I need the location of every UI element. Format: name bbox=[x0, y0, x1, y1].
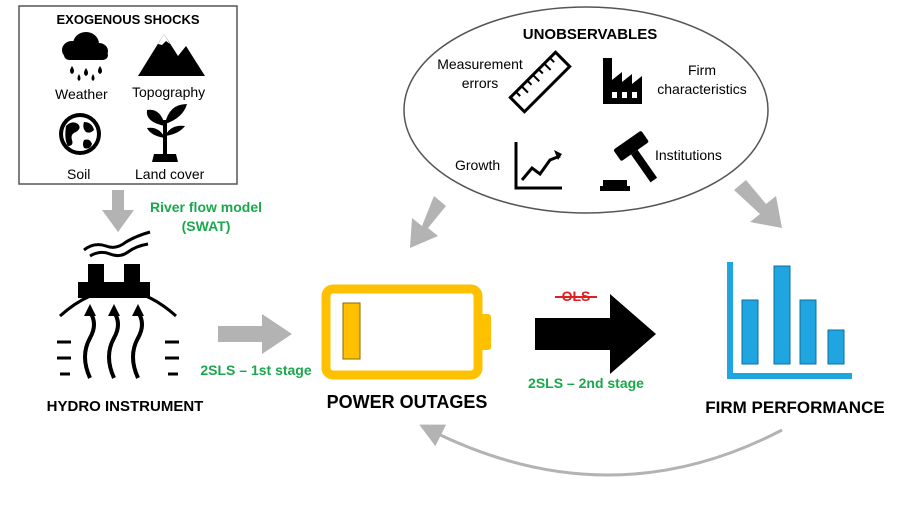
institutions-label: Institutions bbox=[655, 147, 722, 163]
weather-label: Weather bbox=[55, 86, 108, 102]
mountain-icon bbox=[138, 34, 205, 76]
weather-icon bbox=[62, 32, 108, 81]
measurement-label-line2: errors bbox=[461, 75, 499, 91]
growth-label: Growth bbox=[455, 157, 501, 173]
second-stage-arrow bbox=[535, 294, 656, 374]
river-model-line1: River flow model bbox=[149, 199, 263, 215]
exogenous-shocks-title: EXOGENOUS SHOCKS bbox=[56, 12, 200, 27]
measurement-label-line1: Measurement bbox=[437, 56, 523, 72]
bar-chart-icon bbox=[727, 262, 852, 379]
river-model-line2: (SWAT) bbox=[181, 218, 231, 234]
ruler-icon bbox=[508, 50, 572, 114]
shocks-to-hydro-arrow bbox=[102, 190, 134, 232]
ols-label: OLS bbox=[561, 288, 591, 304]
hydro-instrument-label: HYDRO INSTRUMENT bbox=[46, 398, 204, 415]
feedback-arrow bbox=[419, 424, 783, 477]
firm-characteristics-line2: characteristics bbox=[657, 81, 747, 97]
plant-icon bbox=[146, 104, 187, 162]
firm-performance-label: FIRM PERFORMANCE bbox=[705, 398, 885, 417]
exogenous-shocks-box bbox=[18, 5, 238, 185]
unobservables-to-performance-arrow bbox=[734, 180, 782, 228]
unobservables-title: UNOBSERVABLES bbox=[522, 26, 658, 43]
power-outages-label: POWER OUTAGES bbox=[326, 392, 488, 412]
second-stage-label: 2SLS – 2nd stage bbox=[528, 375, 644, 391]
first-stage-arrow bbox=[218, 314, 292, 354]
unobservables-ellipse bbox=[403, 6, 769, 214]
growth-chart-icon bbox=[514, 142, 562, 190]
firm-characteristics-line1: Firm bbox=[688, 62, 716, 78]
globe-icon bbox=[59, 113, 101, 155]
topography-label: Topography bbox=[132, 84, 206, 100]
soil-label: Soil bbox=[67, 166, 91, 182]
factory-icon bbox=[603, 58, 642, 104]
first-stage-label: 2SLS – 1st stage bbox=[200, 362, 312, 378]
land-cover-label: Land cover bbox=[135, 166, 205, 182]
unobservables-to-outages-arrow bbox=[410, 196, 446, 248]
hydro-icon bbox=[57, 230, 179, 379]
gavel-icon bbox=[600, 131, 658, 191]
battery-icon bbox=[321, 284, 491, 380]
